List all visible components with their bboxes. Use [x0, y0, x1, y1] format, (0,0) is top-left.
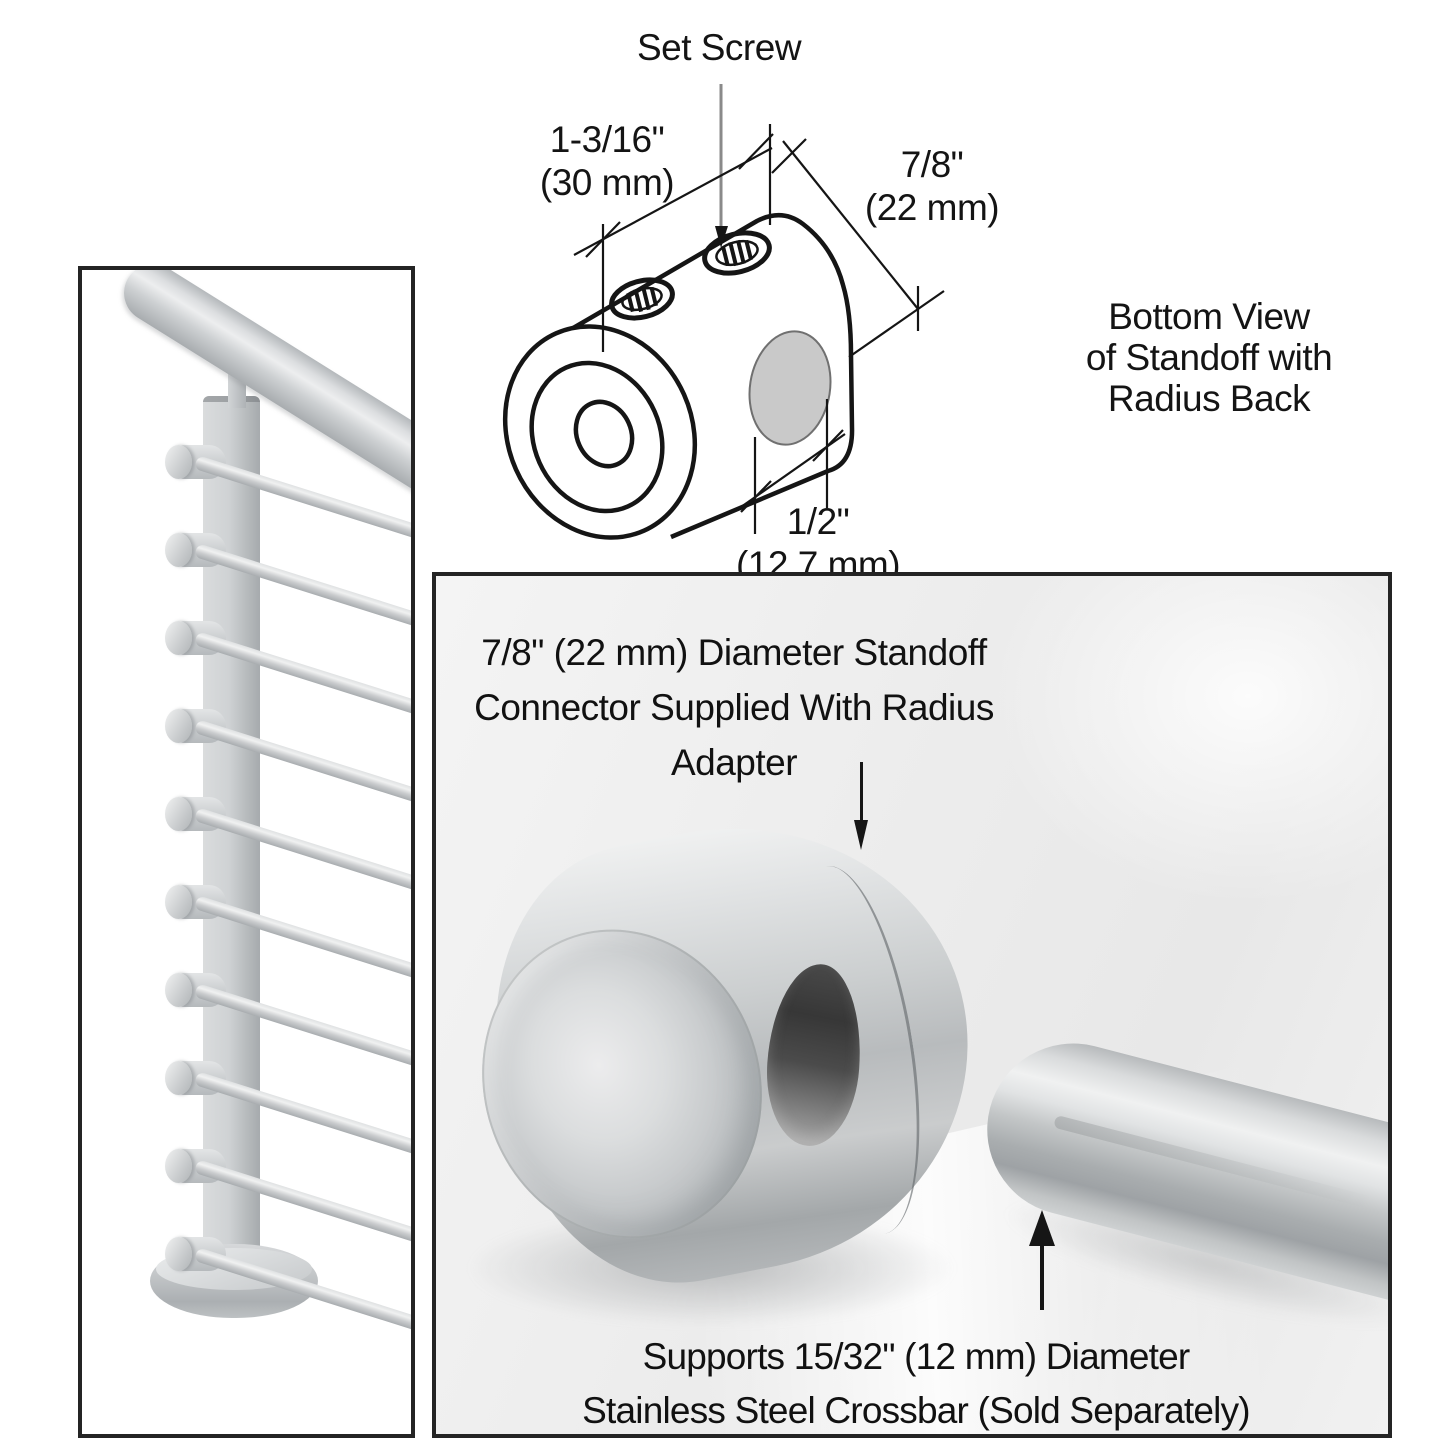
crossbar-hole — [748, 330, 832, 446]
front-recess-ring — [529, 360, 665, 514]
set-screw-side-icon — [609, 277, 675, 321]
bottom-view-note-line2: of Standoff with — [1085, 337, 1333, 378]
length-dimension-metric: (30 mm) — [539, 162, 675, 203]
length-dimension-label: 1-3/16" (30 mm) — [539, 118, 675, 204]
bottom-view-note-line1: Bottom View — [1108, 296, 1310, 337]
diameter-dimension-label: 7/8" (22 mm) — [864, 143, 1000, 229]
connector-caption-line2: Connector Supplied With Radius — [474, 687, 994, 728]
crossbar-caption-line1: Supports 15/32" (12 mm) Diameter — [642, 1336, 1191, 1377]
set-screw-label: Set Screw — [636, 26, 802, 69]
railing-photo-panel — [78, 266, 415, 1438]
length-dimension-inches: 1-3/16" — [549, 119, 665, 160]
hole-dimension-inches: 1/2" — [786, 501, 850, 542]
crossbar-caption-line2: Stainless Steel Crossbar (Sold Separatel… — [582, 1390, 1250, 1431]
diameter-dimension-inches: 7/8" — [900, 144, 964, 185]
connector-photo-panel: 7/8" (22 mm) Diameter Standoff Connector… — [432, 572, 1392, 1438]
set-screw-label-text: Set Screw — [636, 27, 802, 68]
pointer-arrow-up-shaft — [1040, 1244, 1044, 1310]
front-bore-hole — [573, 399, 635, 469]
leader-arrow-tip — [715, 226, 728, 248]
background-highlight — [988, 576, 1388, 906]
front-face-outline — [502, 324, 698, 540]
pointer-arrow-up-icon — [1029, 1210, 1055, 1246]
connector-caption-line3: Adapter — [670, 742, 798, 783]
bottom-view-note-line3: Radius Back — [1107, 378, 1311, 419]
diameter-dimension-metric: (22 mm) — [864, 187, 1000, 228]
crossbar-caption: Supports 15/32" (12 mm) Diameter Stainle… — [466, 1330, 1366, 1434]
bottom-view-note: Bottom View of Standoff with Radius Back — [1085, 296, 1333, 419]
connector-caption: 7/8" (22 mm) Diameter Standoff Connector… — [444, 625, 1024, 790]
set-screw-top-icon — [702, 230, 772, 276]
standoff-body-outline — [554, 213, 855, 540]
pointer-arrow-down-shaft — [860, 762, 863, 820]
connector-caption-line1: 7/8" (22 mm) Diameter Standoff — [481, 632, 987, 673]
pointer-arrow-down-icon — [854, 820, 868, 850]
